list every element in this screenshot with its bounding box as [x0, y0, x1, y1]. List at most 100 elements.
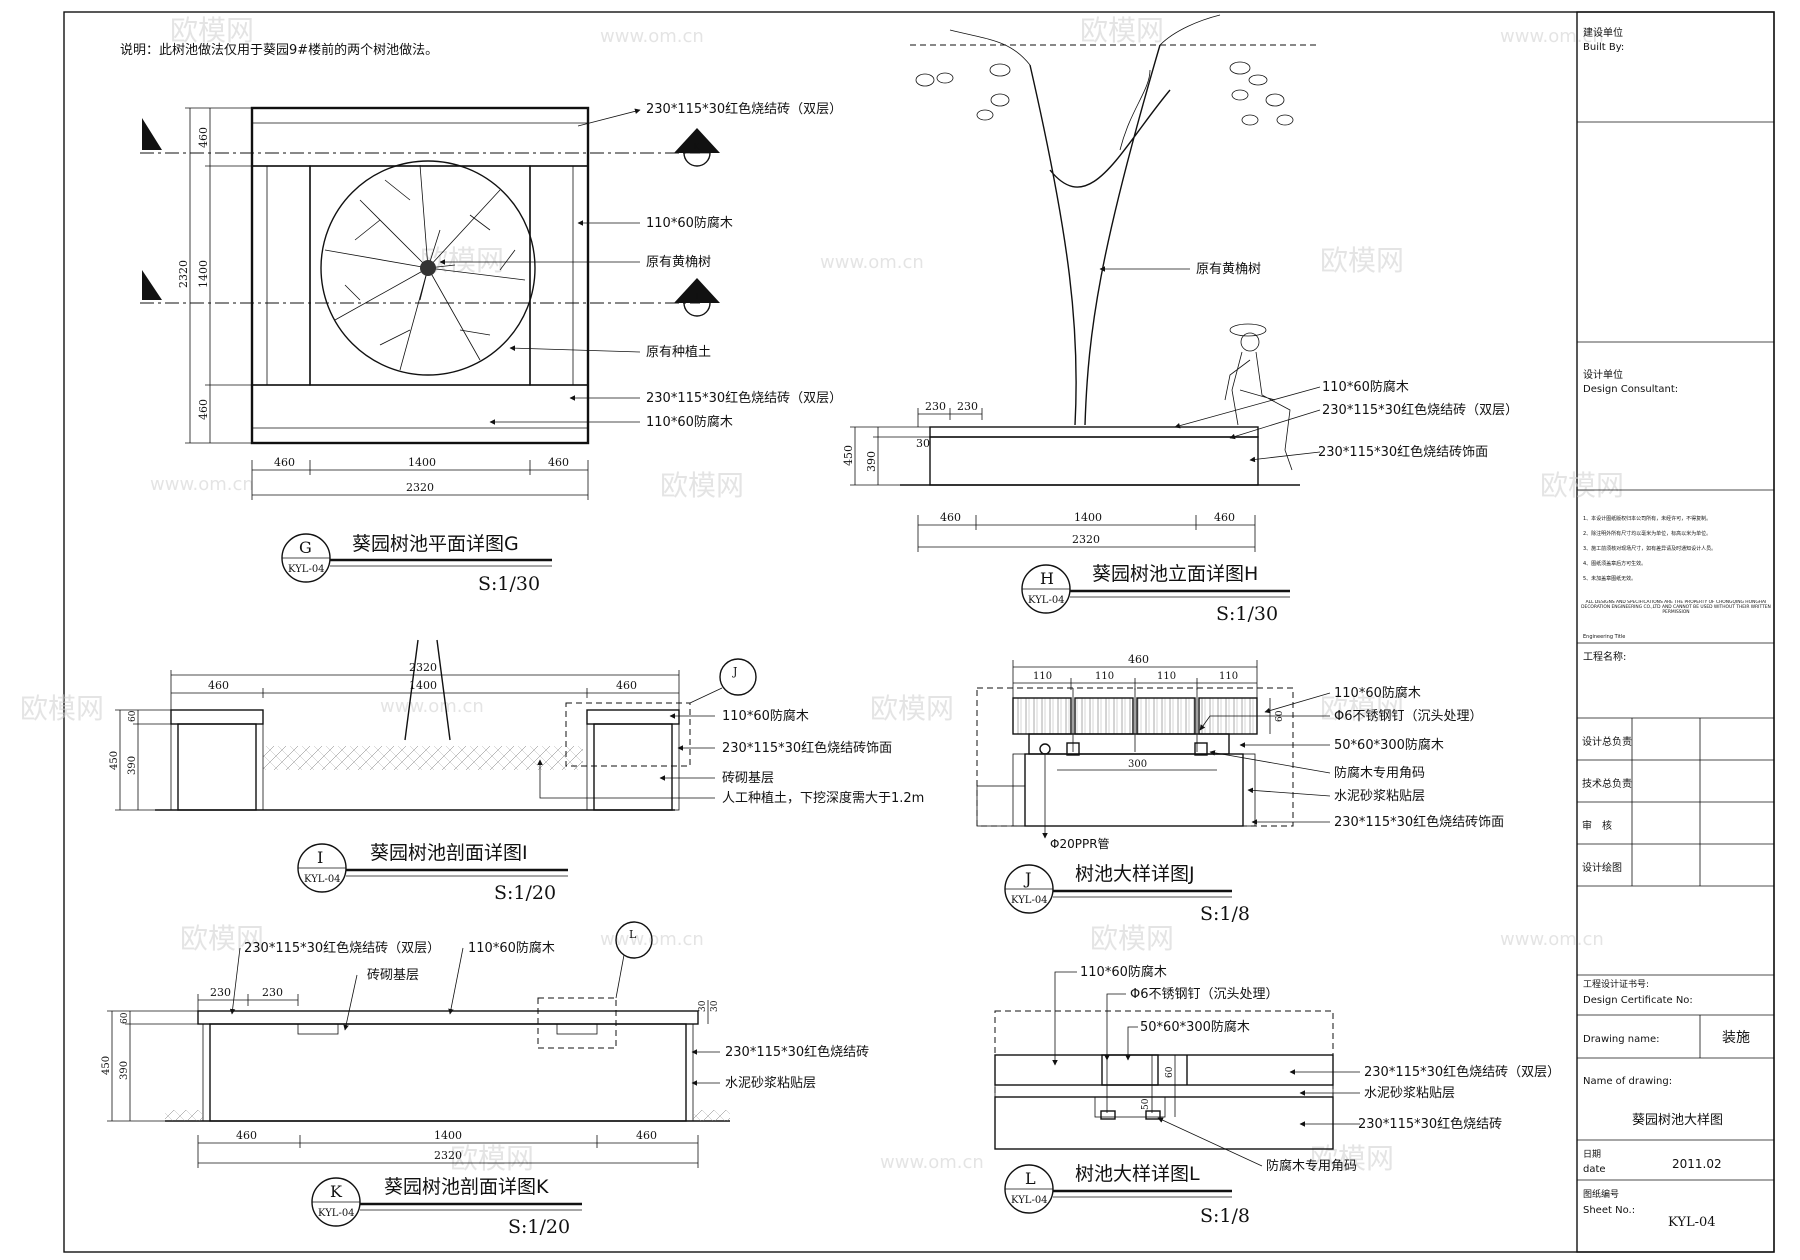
- svg-text:110*60防腐木: 110*60防腐木: [468, 940, 555, 956]
- section-detail-i: J 110*60防腐木 230*115*30红色烧结砖饰面 砖砌基层 人工种植土…: [109, 639, 924, 904]
- svg-text:Φ20PPR管: Φ20PPR管: [1050, 836, 1110, 851]
- marker-k-letter: K: [693, 142, 701, 153]
- section-detail-k: L 230*115*30红色烧结砖（双层） 110*60防腐木 砖砌基层 230…: [101, 921, 869, 1238]
- svg-text:date: date: [1583, 1164, 1606, 1175]
- tree-leaves: [915, 61, 1294, 126]
- detail-ref-l: [615, 921, 653, 959]
- consultant-en: Design Consultant:: [1583, 384, 1678, 395]
- label-soil: 原有种植土: [646, 345, 711, 360]
- svg-text:砖砌基层: 砖砌基层: [367, 968, 419, 983]
- sect-i-title: 葵园树池剖面详图I: [370, 842, 528, 864]
- detail-l-screws: [1106, 1055, 1153, 1113]
- tree-canopy-circle: [320, 160, 536, 376]
- svg-text:50: 50: [1141, 1098, 1151, 1110]
- svg-text:460: 460: [548, 456, 569, 469]
- section-k-joists: [297, 1023, 598, 1035]
- svg-text:水泥砂浆粘贴层: 水泥砂浆粘贴层: [1364, 1086, 1455, 1101]
- detail-l-title: 树池大样详图L: [1075, 1163, 1200, 1185]
- svg-text:技术总负责: 技术总负责: [1582, 777, 1632, 790]
- tree-branches: [324, 164, 526, 371]
- detail-j-title: 树池大样详图J: [1075, 863, 1195, 885]
- svg-text:2、除注明外所有尺寸均以毫米为单位，标高以米为单位。: 2、除注明外所有尺寸均以毫米为单位，标高以米为单位。: [1583, 530, 1711, 537]
- svg-text:300: 300: [1128, 759, 1147, 770]
- watermark-layer: 欧模网 www.om.cn 欧模网 www.om.cn 欧模网 www.om.c…: [20, 14, 1624, 1175]
- title-block-frame: [1576, 11, 1775, 1253]
- drawing-note: 说明：此树池做法仅用于葵园9#楼前的两个树池做法。: [120, 42, 438, 58]
- copyright-notice: ALL DESIGNS AND SPECIFICATIONS ARE THE P…: [1581, 600, 1771, 616]
- svg-text:1400: 1400: [197, 260, 210, 288]
- svg-text:230*115*30红色烧结砖（双层）: 230*115*30红色烧结砖（双层）: [1322, 402, 1518, 418]
- watermark-url: www.om.cn: [380, 696, 484, 717]
- section-i-right-wall: [593, 723, 673, 811]
- svg-text:1、本设计图纸版权归本公司所有，未经许可，不得复制。: 1、本设计图纸版权归本公司所有，未经许可，不得复制。: [1583, 515, 1711, 522]
- svg-text:390: 390: [119, 1061, 130, 1080]
- svg-text:防腐木专用角码: 防腐木专用角码: [1266, 1158, 1357, 1174]
- built-by-en: Built By:: [1583, 42, 1624, 53]
- elevation-detail-h: 原有黄桷树 110*60防腐木 230*115*30红色烧结砖（双层） 230*…: [842, 14, 1518, 625]
- detail-l-scale: S:1/8: [1200, 1205, 1250, 1227]
- plan-right-band: [529, 165, 589, 386]
- watermark-text: 欧模网: [870, 692, 954, 725]
- section-k-wood-top: [197, 1010, 699, 1025]
- svg-text:460: 460: [236, 1129, 257, 1142]
- section-i-right-wood: [586, 709, 680, 725]
- svg-text:4、图纸须盖章后方可生效。: 4、图纸须盖章后方可生效。: [1583, 560, 1646, 567]
- svg-text:H: H: [1040, 569, 1054, 588]
- svg-text:L: L: [1025, 1169, 1036, 1188]
- svg-text:1400: 1400: [409, 679, 437, 692]
- watermark-text: 欧模网: [1320, 244, 1404, 277]
- svg-text:230: 230: [210, 986, 231, 999]
- svg-text:2320: 2320: [434, 1149, 462, 1162]
- svg-text:230*115*30红色烧结砖: 230*115*30红色烧结砖: [1358, 1116, 1502, 1132]
- svg-text:460: 460: [274, 456, 295, 469]
- plan-g-title: 葵园树池平面详图G: [352, 533, 519, 555]
- svg-text:460: 460: [616, 679, 637, 692]
- svg-text:审 核: 审 核: [1582, 819, 1612, 832]
- title-block: 建设单位 Built By: 设计单位 Design Consultant: 1…: [1577, 26, 1774, 1230]
- svg-text:230*115*30红色烧结砖饰面: 230*115*30红色烧结砖饰面: [1334, 814, 1504, 830]
- svg-text:Sheet No.:: Sheet No.:: [1583, 1205, 1635, 1216]
- svg-text:460: 460: [197, 399, 210, 420]
- detail-ref-j: [719, 658, 757, 696]
- detail-j-ppr-pipe: [1039, 743, 1051, 755]
- svg-text:230*115*30红色烧结砖饰面: 230*115*30红色烧结砖饰面: [1318, 444, 1488, 460]
- label-brick-double: 230*115*30红色烧结砖（双层）: [646, 101, 842, 117]
- sheet-number-value: KYL-04: [1668, 1215, 1716, 1230]
- svg-text:Drawing name:: Drawing name:: [1583, 1034, 1660, 1045]
- svg-text:G: G: [299, 538, 312, 557]
- watermark-text: 欧模网: [660, 469, 744, 502]
- svg-text:KYL-04: KYL-04: [304, 874, 341, 885]
- svg-text:J: J: [1023, 869, 1031, 888]
- svg-text:设计总负责: 设计总负责: [1582, 735, 1632, 748]
- svg-text:30: 30: [710, 1000, 720, 1012]
- svg-text:460: 460: [636, 1129, 657, 1142]
- svg-text:Design Certificate No:: Design Certificate No:: [1583, 995, 1693, 1006]
- svg-text:图纸编号: 图纸编号: [1583, 1188, 1619, 1200]
- svg-text:2320: 2320: [409, 661, 437, 674]
- svg-text:450: 450: [109, 751, 120, 770]
- svg-text:460: 460: [1128, 653, 1149, 666]
- svg-text:日期: 日期: [1583, 1149, 1601, 1160]
- elev-h-title: 葵园树池立面详图H: [1092, 563, 1258, 585]
- sect-k-scale: S:1/20: [508, 1216, 570, 1238]
- svg-text:460: 460: [1214, 511, 1235, 524]
- detail-j: 460 110 110 110 110 300 60 110*60防腐木 Φ6不…: [976, 653, 1504, 925]
- svg-text:砖砌基层: 砖砌基层: [722, 771, 774, 786]
- detail-j-callout-box: [565, 702, 691, 767]
- svg-text:460: 460: [940, 511, 961, 524]
- elevation-wood-top: [929, 426, 1259, 438]
- svg-text:1400: 1400: [408, 456, 436, 469]
- watermark-text: 欧模网: [20, 692, 104, 725]
- svg-text:设计绘图: 设计绘图: [1582, 861, 1622, 874]
- detail-l-joist: [1101, 1054, 1159, 1086]
- svg-text:Name of drawing:: Name of drawing:: [1583, 1076, 1672, 1087]
- elev-h-scale: S:1/30: [1216, 603, 1278, 625]
- svg-text:KYL-04: KYL-04: [1011, 1195, 1048, 1206]
- section-i-left-wood: [170, 709, 264, 725]
- detail-l-mortar: [994, 1084, 1334, 1098]
- svg-text:230: 230: [957, 400, 978, 413]
- svg-text:230*115*30红色烧结砖（双层）: 230*115*30红色烧结砖（双层）: [244, 940, 440, 956]
- watermark-url: www.om.cn: [150, 474, 254, 495]
- plan-top-band: [251, 107, 589, 167]
- svg-text:230*115*30红色烧结砖（双层）: 230*115*30红色烧结砖（双层）: [1364, 1064, 1560, 1080]
